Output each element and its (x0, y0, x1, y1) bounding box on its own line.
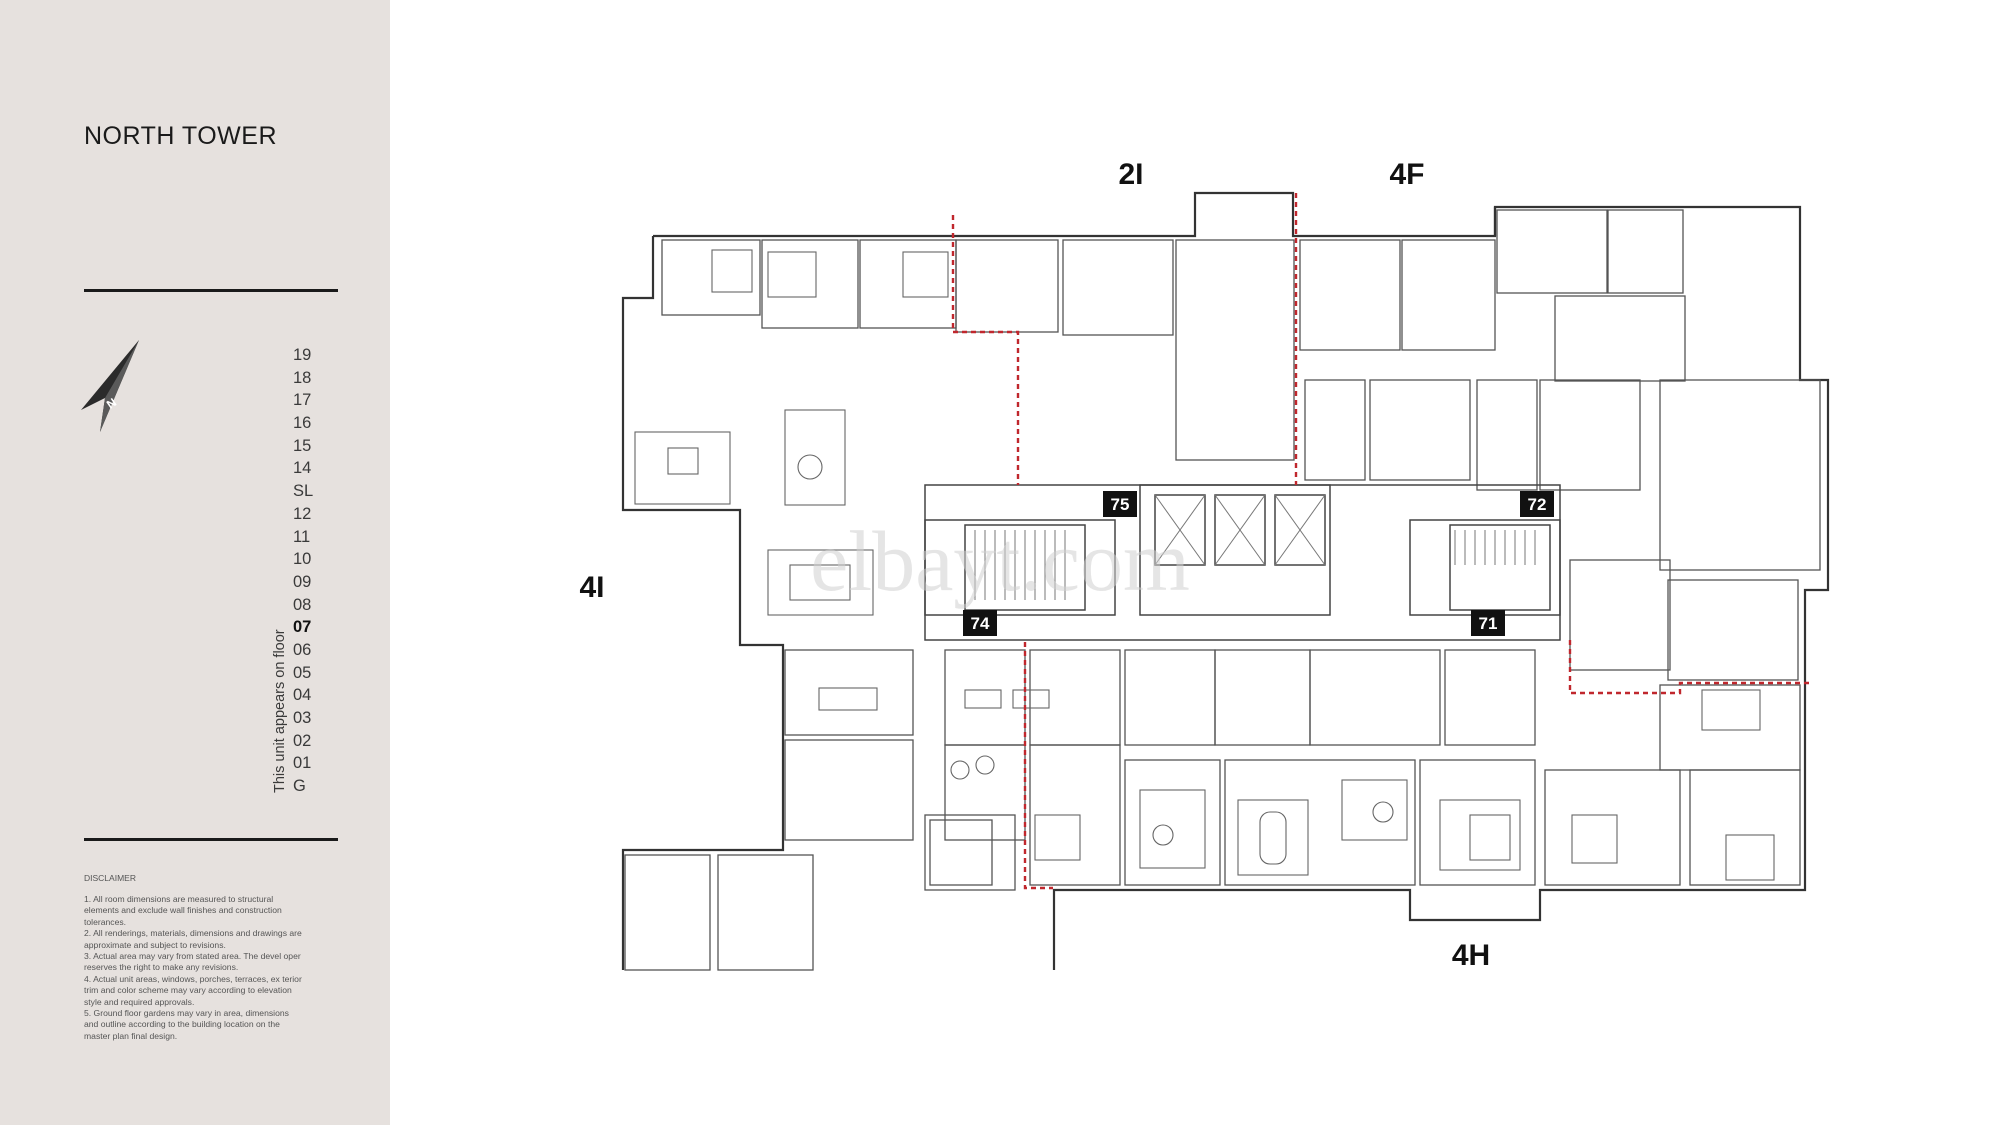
unit-label-4i: 4I (579, 571, 604, 604)
core-tag-72: 72 (1520, 491, 1554, 517)
disclaimer-item: 4. Actual unit areas, windows, porches, … (84, 973, 302, 1007)
floor-number: 16 (293, 414, 312, 433)
floor-number: 10 (293, 550, 312, 569)
core-tag-71: 71 (1471, 610, 1505, 636)
floor-number: 04 (293, 686, 312, 705)
floor-number: 01 (293, 754, 312, 773)
stairs (974, 494, 1536, 600)
floor-number: 08 (293, 595, 312, 614)
floor-number: 03 (293, 709, 312, 727)
core-tag-75: 75 (1103, 491, 1137, 517)
svg-text:74: 74 (971, 614, 990, 633)
floor-number: 12 (293, 504, 312, 523)
floor-number: 09 (293, 572, 312, 591)
bottom-divider (84, 838, 338, 841)
core (924, 484, 1561, 641)
watermark: elbayt.com (810, 513, 1190, 609)
unit-partitions (951, 193, 1810, 890)
room-outlines (624, 209, 1821, 971)
floor-plan: 2I 4F 4I 4H 75 72 74 71 elbayt.com (579, 158, 1830, 972)
top-divider (84, 289, 338, 292)
floor-number: 07 (293, 618, 312, 637)
floor-number: 18 (293, 368, 312, 387)
outer-walls (621, 191, 1830, 970)
north-arrow-icon: N (81, 340, 139, 432)
svg-text:71: 71 (1479, 614, 1498, 633)
floor-number: 15 (293, 436, 312, 455)
floor-number: 11 (293, 527, 311, 546)
disclaimer-item: 2. All renderings, materials, dimensions… (84, 928, 302, 950)
unit-label-2i: 2I (1118, 158, 1143, 191)
floor-caption: This unit appears on floor (272, 629, 288, 793)
disclaimer-text: 1. All room dimensions are measured to s… (84, 894, 304, 1042)
floor-number: 19 (293, 346, 312, 364)
floor-number: SL (293, 482, 314, 501)
core-tag-74: 74 (963, 610, 997, 636)
tower-title: NORTH TOWER (84, 122, 278, 150)
disclaimer-item: 1. All room dimensions are measured to s… (84, 894, 282, 927)
floor-number: 05 (293, 663, 312, 682)
unit-label-4h: 4H (1452, 939, 1490, 972)
floor-number: 02 (293, 731, 312, 750)
disclaimer-item: 5. Ground floor gardens may vary in area… (84, 1008, 289, 1041)
floor-number: 14 (293, 459, 312, 478)
unit-label-4f: 4F (1389, 158, 1424, 191)
svg-text:75: 75 (1111, 495, 1130, 514)
floor-number: 06 (293, 640, 312, 659)
svg-text:72: 72 (1528, 495, 1547, 514)
floor-number: G (293, 777, 306, 796)
disclaimer-title: DISCLAIMER (84, 873, 136, 883)
disclaimer-item: 3. Actual area may vary from stated area… (84, 951, 301, 973)
furniture (634, 249, 1775, 881)
floor-number: 17 (293, 391, 312, 410)
